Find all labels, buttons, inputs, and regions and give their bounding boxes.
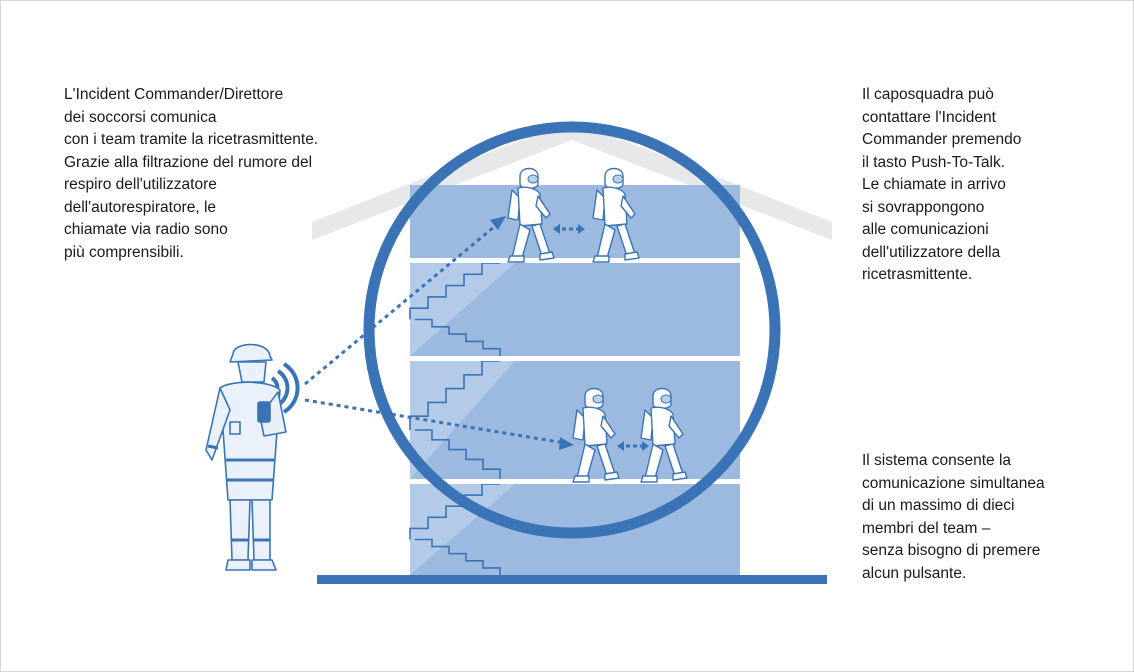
double-arrow-icon <box>617 441 649 451</box>
simultaneous-communication-description: Il sistema consente la comunicazione sim… <box>862 452 1045 582</box>
incident-commander-figure <box>205 343 287 571</box>
squad-leader-description: Il caposquadra può contattare l'Incident… <box>862 86 1022 283</box>
firefighter-figure <box>640 387 688 483</box>
radio-link-lower-arrowhead <box>559 437 574 450</box>
staircase-top <box>409 262 515 356</box>
radio-link-upper-arrowhead <box>490 216 506 230</box>
radio-link-upper <box>304 220 501 386</box>
floor-line-2 <box>410 356 740 361</box>
commander-description: L'Incident Commander/Direttore dei socco… <box>64 86 319 261</box>
firefighter-figure <box>507 167 555 263</box>
staircase-bottom <box>409 483 515 575</box>
ground-line <box>317 575 827 584</box>
staircase-middle <box>409 360 515 479</box>
double-arrow-icon <box>553 224 585 234</box>
floor-line-1 <box>410 258 740 263</box>
firefighter-figure <box>592 167 640 263</box>
firefighter-figure <box>572 387 620 483</box>
radio-link-lower <box>304 398 566 445</box>
